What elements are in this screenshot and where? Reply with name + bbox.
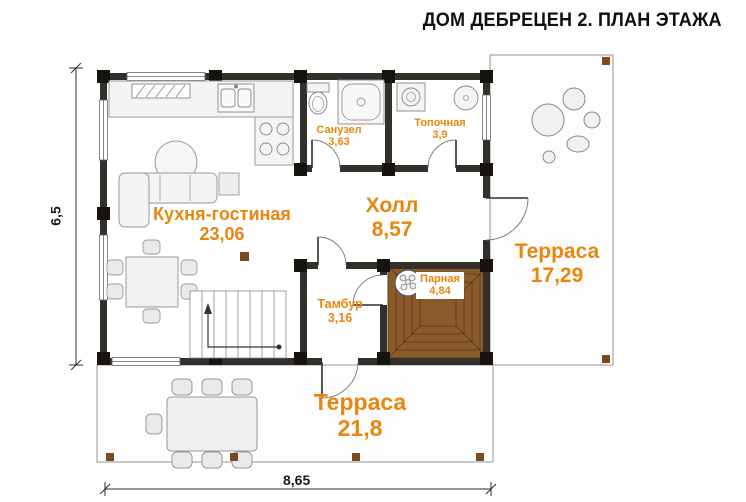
- windows: [99, 72, 491, 366]
- steam-room-floor: [387, 265, 489, 359]
- room-area: 8,57: [371, 217, 413, 241]
- bathtub: [337, 79, 385, 125]
- room-label-kitchen: Кухня-гостиная 23,06: [153, 204, 291, 244]
- terrace-bottom-area: [96, 364, 494, 469]
- stairs: [189, 290, 287, 359]
- room-name: Терраса: [514, 240, 600, 263]
- room-name: Холл: [365, 194, 419, 217]
- room-name: Терраса: [313, 389, 407, 415]
- kitchen-counter: [108, 80, 294, 166]
- room-area: 21,8: [337, 414, 383, 441]
- room-area: 17,29: [530, 263, 584, 287]
- dimension-lines: [69, 62, 497, 496]
- room-name: Топочная: [414, 117, 466, 129]
- cooktop: [259, 122, 290, 156]
- room-label-boiler: Топочная 3,9: [414, 117, 465, 142]
- dimension-height: 6,5: [47, 206, 64, 226]
- room-name: Тамбур: [317, 297, 363, 311]
- kitchen-sink: [217, 83, 255, 113]
- room-name: Санузел: [316, 124, 362, 136]
- toilet: [306, 82, 330, 115]
- room-label-hall: Холл 8,57: [366, 194, 419, 241]
- room-area: 4,84: [429, 285, 451, 298]
- doors: [311, 139, 529, 399]
- kitchen-radiator: [131, 83, 191, 99]
- terrace-dining-set: [145, 378, 258, 469]
- room-label-bathroom: Санузел 3,63: [316, 124, 361, 149]
- room-area: 3,9: [432, 129, 448, 142]
- room-label-terrace-bottom: Терраса 21,8: [313, 389, 407, 442]
- room-area: 3,16: [327, 311, 353, 325]
- room-name: Кухня-гостиная: [153, 204, 291, 224]
- room-label-steam: Парная 4,84: [416, 272, 464, 299]
- water-heater: [453, 85, 479, 111]
- dimension-width: 8,65: [283, 472, 311, 488]
- room-label-tambour: Тамбур 3,16: [317, 297, 362, 325]
- page-title: ДОМ ДЕБРЕЦЕН 2. ПЛАН ЭТАЖА: [422, 10, 722, 31]
- room-label-terrace-right: Терраса 17,29: [515, 240, 599, 287]
- terrace-right-area: [489, 54, 614, 366]
- room-name: Парная: [420, 273, 460, 285]
- dining-table-set: [106, 239, 198, 324]
- room-area: 23,06: [199, 224, 245, 245]
- room-area: 3,63: [328, 136, 350, 149]
- terrace-plants: [531, 87, 601, 164]
- sofa: [118, 172, 240, 228]
- sauna-stove: [394, 269, 422, 297]
- wood-posts: [106, 57, 610, 461]
- washing-machine: [396, 82, 426, 112]
- frame-posts: [97, 70, 493, 365]
